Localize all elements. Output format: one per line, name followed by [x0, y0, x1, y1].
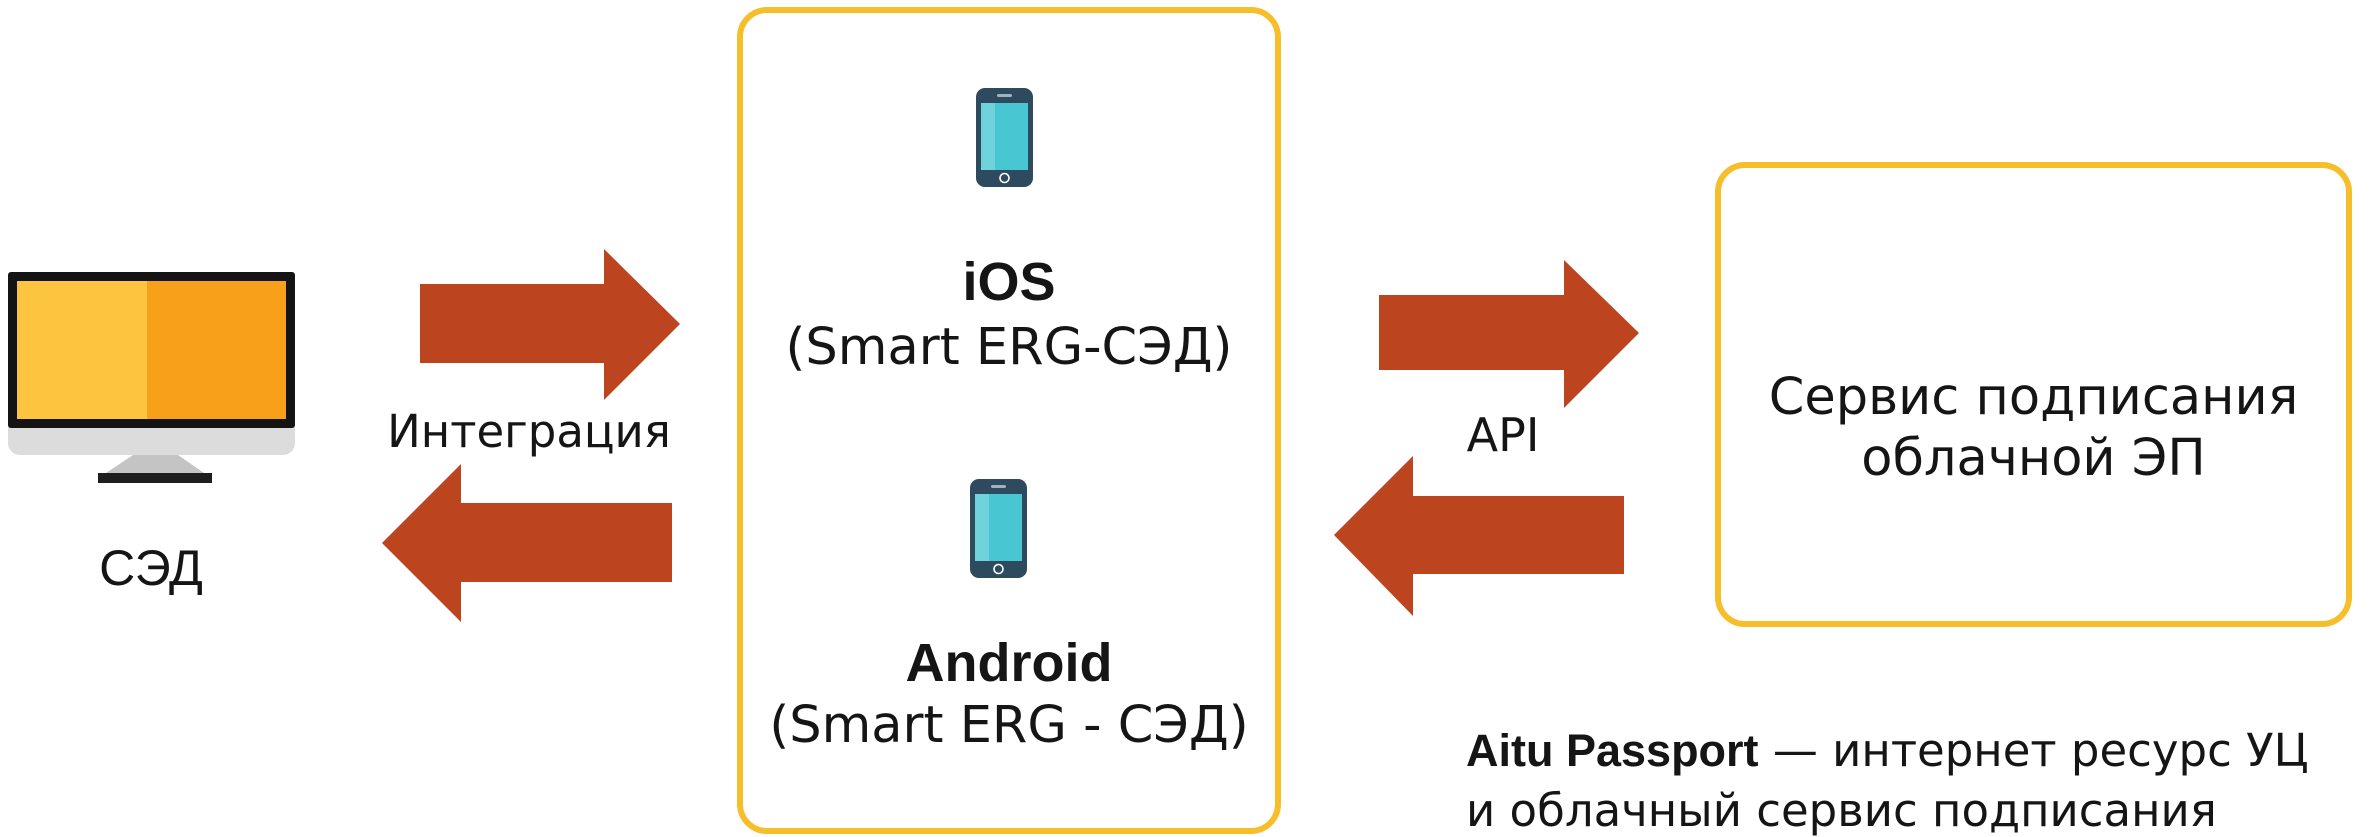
phone-home-button — [993, 563, 1004, 575]
integration-arrow-right — [420, 249, 680, 400]
ios-app-name: (Smart ERG-СЭД) — [785, 318, 1233, 377]
android-platform-title: Android — [905, 633, 1113, 693]
mobile-apps-box: iOS (Smart ERG-СЭД) Android (Smart ERG -… — [737, 7, 1281, 834]
api-arrow-right — [1379, 260, 1639, 408]
footnote: Aitu Passport — интернет ресурс УЦ и обл… — [1466, 725, 2356, 837]
api-arrow-left — [1334, 456, 1624, 616]
smartphone-icon — [976, 88, 1033, 187]
monitor-screen-right — [147, 281, 286, 419]
integration-arrow-left — [382, 464, 672, 622]
ios-platform-title: iOS — [962, 252, 1056, 312]
signing-service-box: Сервис подписания облачной ЭП — [1715, 162, 2352, 627]
phone-screen — [975, 494, 1022, 561]
footnote-line-2: и облачный сервис подписания — [1466, 784, 2217, 837]
footnote-brand: Aitu Passport — [1466, 725, 1759, 776]
monitor-stand-base — [98, 473, 212, 483]
phone-speaker — [997, 94, 1012, 97]
footnote-line-1: Aitu Passport — интернет ресурс УЦ — [1466, 725, 2309, 777]
footnote-text-1: — интернет ресурс УЦ — [1772, 724, 2309, 777]
phone-screen — [981, 103, 1028, 170]
android-app-name: (Smart ERG - СЭД) — [769, 696, 1249, 755]
phone-speaker — [991, 485, 1006, 488]
signing-service-title-line-1: Сервис подписания — [1768, 368, 2299, 427]
monitor-stand-neck — [106, 455, 204, 473]
phone-screen-highlight — [981, 103, 995, 170]
integration-label: Интеграция — [387, 405, 671, 458]
smartphone-icon — [970, 479, 1027, 578]
phone-screen-highlight — [975, 494, 989, 561]
api-label: API — [1466, 408, 1540, 462]
phone-home-button — [999, 172, 1010, 184]
monitor-screen-left — [17, 281, 147, 419]
signing-service-title-line-2: облачной ЭП — [1861, 429, 2206, 488]
desktop-monitor-icon — [8, 272, 295, 483]
sed-label: СЭД — [99, 540, 203, 596]
